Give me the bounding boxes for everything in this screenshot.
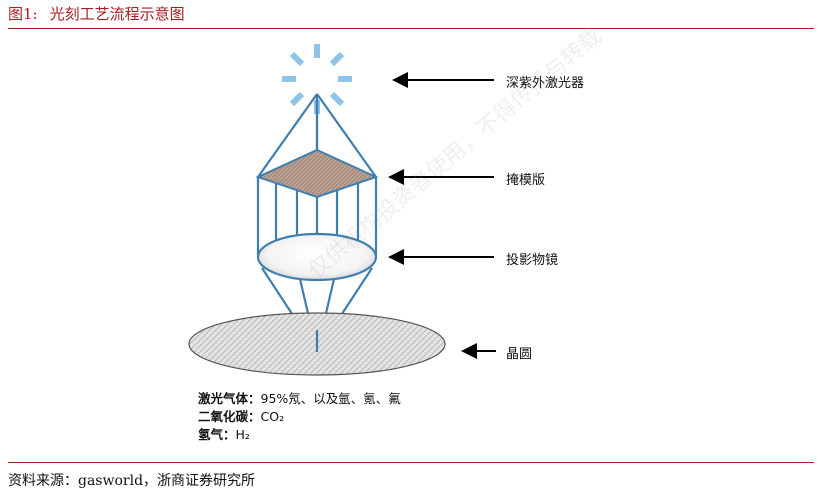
label-laser: 深紫外激光器 [506, 76, 585, 91]
gas-key: 二氧化碳： [198, 409, 261, 424]
gas-value: 95%氖、以及氩、氪、氟 [260, 391, 401, 406]
source-note: 资料来源：gasworld，浙商证券研究所 [8, 473, 256, 489]
projection-lens [256, 232, 378, 282]
bottom-divider [8, 462, 814, 463]
gas-line-laser: 激光气体：95%氖、以及氩、氪、氟 [198, 390, 401, 407]
figure-number: 图1: [8, 5, 38, 23]
label-mask: 掩模版 [506, 173, 546, 188]
gas-value: H₂ [235, 427, 250, 442]
label-lens: 投影物镜 [506, 253, 559, 268]
gas-line-h2: 氢气：H₂ [198, 426, 250, 443]
label-arrows [388, 72, 496, 359]
figure-title: 图1: 光刻工艺流程示意图 [8, 3, 185, 24]
gas-line-co2: 二氧化碳：CO₂ [198, 408, 284, 425]
top-divider [8, 28, 814, 29]
figure-title-text: 光刻工艺流程示意图 [49, 5, 185, 23]
gas-key: 氢气： [198, 427, 236, 442]
mask-plate [255, 148, 379, 199]
label-wafer: 晶圆 [506, 347, 533, 362]
gas-value: CO₂ [260, 409, 285, 424]
projected-beams [256, 177, 378, 255]
gas-key: 激光气体： [198, 391, 261, 406]
